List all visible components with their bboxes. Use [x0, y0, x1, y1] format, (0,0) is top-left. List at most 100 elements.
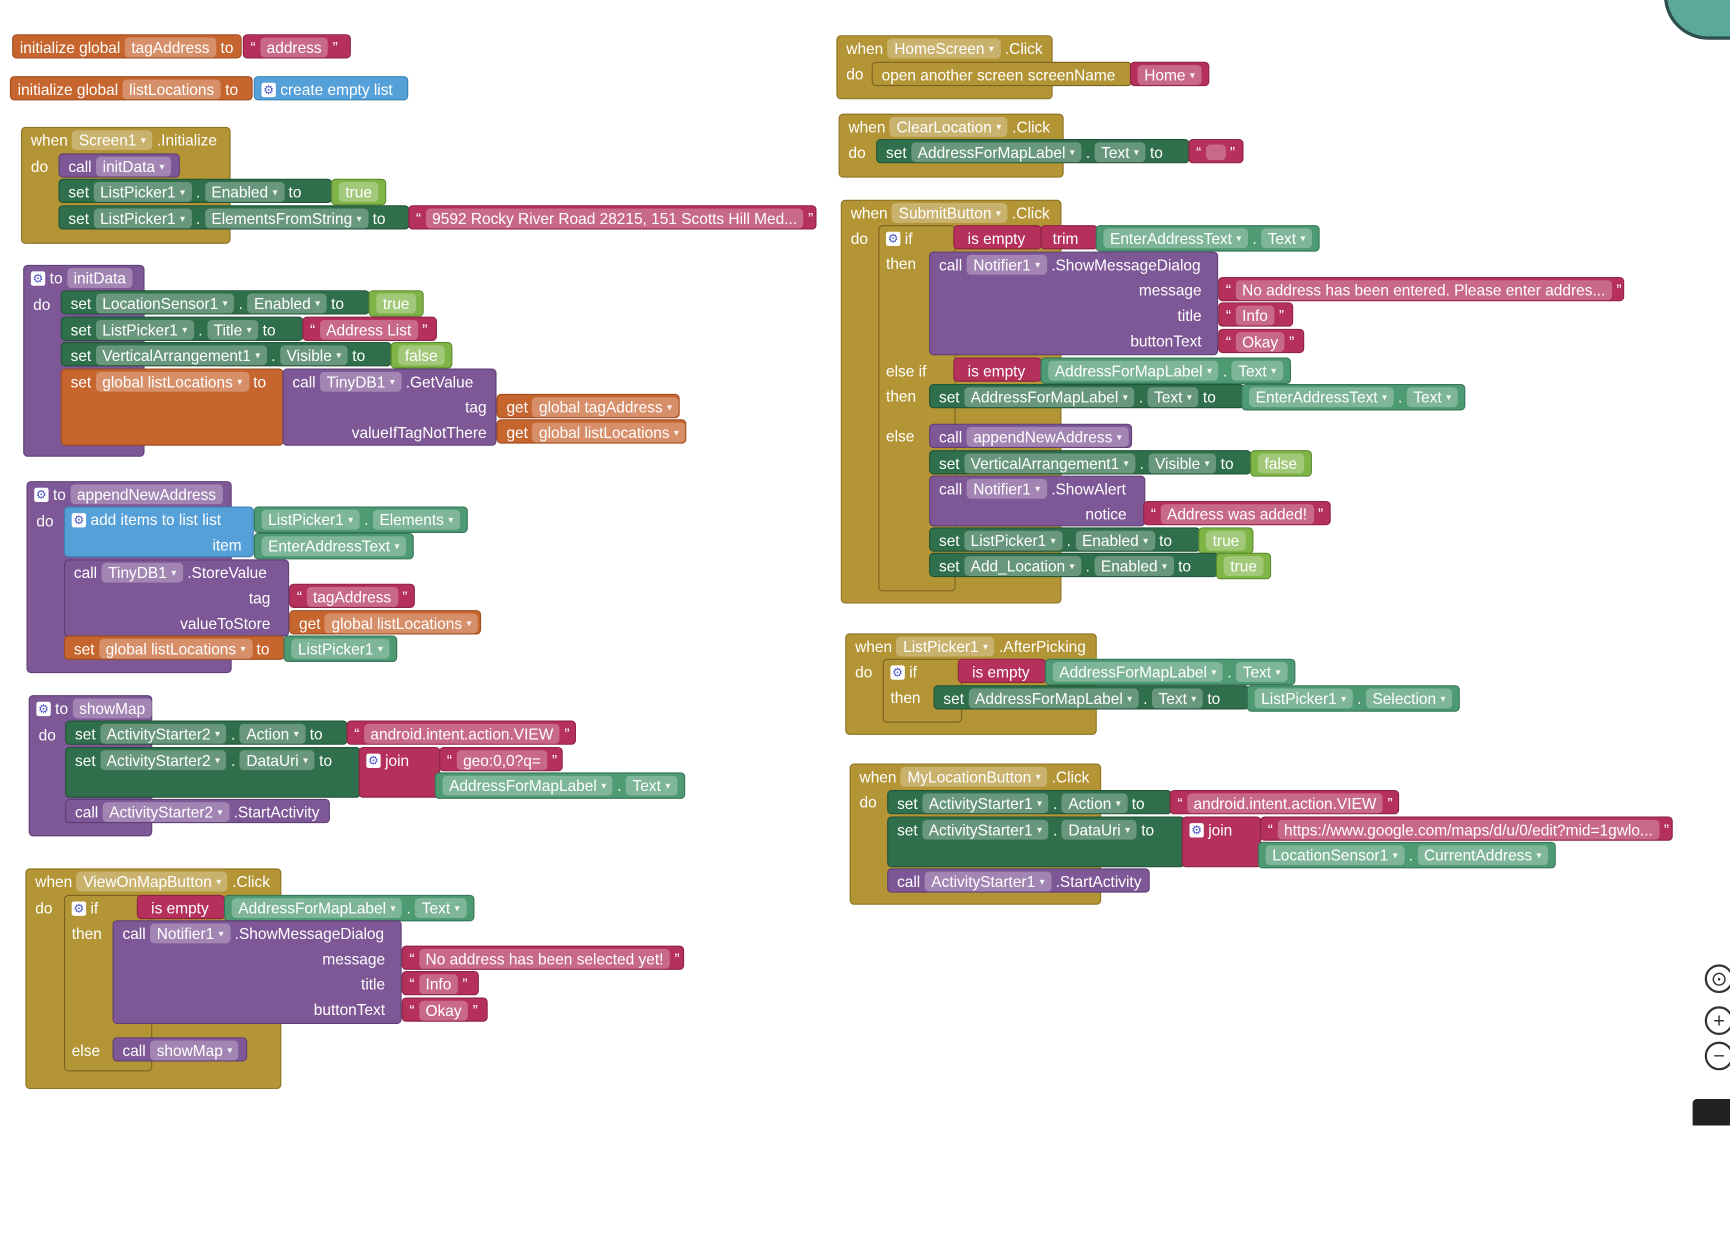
component-dropdown[interactable]: ViewOnMapButton▾ [76, 871, 228, 892]
property-dropdown[interactable]: Enabled▾ [1075, 530, 1155, 551]
call-initdata-block[interactable]: call initData▾ [58, 153, 180, 178]
component-dropdown[interactable]: ListPicker1▾ [261, 509, 360, 530]
component-dropdown[interactable]: AddressForMapLabel▾ [911, 142, 1082, 163]
procedure-dropdown[interactable]: initData▾ [96, 156, 172, 177]
is-empty-block[interactable]: is empty [953, 225, 1042, 250]
bool-value-dropdown[interactable]: false [398, 345, 445, 366]
string-value-field[interactable] [1205, 144, 1226, 160]
property-dropdown[interactable]: Text▾ [1406, 387, 1458, 408]
property-dropdown[interactable]: Visible▾ [279, 345, 348, 366]
locationsensor1-currentaddress-getter[interactable]: LocationSensor1▾.CurrentAddress▾ [1257, 841, 1556, 869]
property-dropdown[interactable]: Text▾ [1261, 228, 1313, 249]
component-dropdown[interactable]: TinyDB1▾ [101, 562, 183, 583]
component-dropdown[interactable]: ListPicker1▾ [93, 182, 192, 202]
property-dropdown[interactable]: Action▾ [1061, 793, 1128, 814]
string-value-field[interactable]: Okay [1235, 332, 1285, 352]
addressformaplabel-text-getter[interactable]: AddressForMapLabel▾.Text▾ [434, 772, 685, 799]
component-dropdown[interactable]: ActivityStarter2▾ [102, 802, 230, 823]
is-empty-block[interactable]: is empty [957, 658, 1047, 684]
is-empty-block[interactable]: is empty [136, 894, 226, 920]
string-value-field[interactable]: https://www.google.com/maps/d/u/0/edit?m… [1277, 819, 1660, 840]
set-activitystarter2-action-block[interactable]: set ActivityStarter2▾ . Action▾ to [65, 720, 348, 745]
bool-value-dropdown[interactable]: true [376, 293, 417, 314]
property-dropdown[interactable]: Text▾ [625, 775, 677, 796]
property-dropdown[interactable]: Selection▾ [1365, 688, 1453, 709]
property-dropdown[interactable]: Text▾ [1231, 360, 1283, 381]
gear-icon[interactable]: ⚙ [71, 512, 87, 527]
component-dropdown[interactable]: ListPicker1▾ [964, 530, 1063, 551]
property-dropdown[interactable]: Enabled▾ [247, 293, 327, 314]
bool-true-block[interactable]: true [368, 290, 424, 317]
create-empty-list-block[interactable]: ⚙ create empty list [253, 76, 409, 101]
component-dropdown[interactable]: TinyDB1▾ [320, 371, 402, 392]
listpicker1-getter[interactable]: ListPicker1▾ [283, 635, 398, 663]
set-activitystarter2-datauri-block[interactable]: set ActivityStarter2▾ . DataUri▾ to [65, 747, 361, 798]
screen-dropdown[interactable]: Home▾ [1137, 65, 1202, 85]
set-addressformaplabel-text-block[interactable]: set AddressForMapLabel▾ . Text▾ to [929, 383, 1245, 409]
addressformaplabel-text-getter[interactable]: AddressForMapLabel▾.Text▾ [1040, 357, 1291, 384]
zoom-out-icon[interactable]: − [1704, 1041, 1730, 1071]
if-block[interactable]: ⚙if then [882, 658, 963, 723]
string-value-field[interactable]: Info [418, 974, 458, 995]
string-empty-block[interactable]: “” [1188, 139, 1244, 164]
bool-true-block[interactable]: true [331, 178, 387, 206]
set-activitystarter1-action-block[interactable]: set ActivityStarter1▾ . Action▾ to [887, 790, 1172, 815]
procedure-name-field[interactable]: initData [66, 268, 133, 288]
bool-false-block[interactable]: false [1250, 450, 1312, 477]
call-notifier1-showmessagedialog-block[interactable]: call Notifier1▾ .ShowMessageDialog messa… [112, 920, 402, 1024]
gear-icon[interactable]: ⚙ [34, 487, 49, 502]
bool-value-dropdown[interactable]: true [1223, 556, 1264, 576]
add-items-to-list-block[interactable]: ⚙ add items to list list item [63, 506, 254, 558]
variable-dropdown[interactable]: global listLocations▾ [324, 613, 479, 634]
call-tinydb1-storevalue-block[interactable]: call TinyDB1▾ .StoreValue tag valueToSto… [63, 559, 290, 637]
set-verticalarrangement1-visible-block[interactable]: set VerticalArrangement1▾ . Visible▾ to [929, 450, 1252, 475]
component-dropdown[interactable]: ListPicker1▾ [291, 638, 390, 659]
component-dropdown[interactable]: ActivityStarter2▾ [100, 750, 227, 771]
join-block[interactable]: ⚙join [1181, 816, 1262, 868]
bool-value-dropdown[interactable]: false [1257, 453, 1304, 474]
global-name-field[interactable]: tagAddress [124, 37, 217, 58]
string-okay-block[interactable]: “Okay” [1218, 328, 1305, 354]
string-value-field[interactable]: tagAddress [306, 587, 398, 607]
component-dropdown[interactable]: Notifier1▾ [966, 254, 1047, 275]
component-dropdown[interactable]: ActivityStarter1▾ [924, 871, 1052, 892]
call-activitystarter1-startactivity-block[interactable]: call ActivityStarter1▾ .StartActivity [887, 868, 1150, 893]
set-listpicker1-enabled-block[interactable]: set ListPicker1▾ . Enabled▾ to [58, 178, 333, 204]
bool-false-block[interactable]: false [390, 342, 452, 369]
component-dropdown[interactable]: AddressForMapLabel▾ [1048, 360, 1219, 381]
addressformaplabel-text-getter[interactable]: AddressForMapLabel▾.Text▾ [1044, 658, 1295, 686]
component-dropdown[interactable]: SubmitButton▾ [892, 203, 1008, 223]
component-dropdown[interactable]: Add_Location▾ [964, 556, 1082, 576]
global-name-field[interactable]: listLocations [122, 79, 221, 100]
zoom-in-icon[interactable]: + [1704, 1006, 1730, 1035]
property-dropdown[interactable]: Text▾ [415, 898, 467, 919]
component-dropdown[interactable]: ListPicker1▾ [896, 636, 995, 657]
string-value-field[interactable]: Info [1235, 305, 1275, 326]
set-global-listlocations-block[interactable]: set global listLocations▾ to [63, 635, 285, 660]
gear-icon[interactable]: ⚙ [30, 270, 46, 286]
bool-value-dropdown[interactable]: true [338, 182, 379, 202]
component-dropdown[interactable]: Notifier1▾ [966, 478, 1047, 499]
bool-true-block[interactable]: true [1215, 552, 1272, 580]
component-dropdown[interactable]: AddressForMapLabel▾ [231, 898, 403, 919]
string-info-block[interactable]: “Info” [401, 970, 479, 996]
component-dropdown[interactable]: EnterAddressText▾ [1103, 228, 1248, 249]
recenter-icon[interactable]: ⊙ [1704, 964, 1730, 994]
gear-icon[interactable]: ⚙ [890, 664, 905, 680]
call-notifier1-showmessagedialog-block[interactable]: call Notifier1▾ .ShowMessageDialog messa… [929, 251, 1219, 356]
set-activitystarter1-datauri-block[interactable]: set ActivityStarter1▾ . DataUri▾ to [887, 816, 1186, 868]
property-dropdown[interactable]: Text▾ [1151, 688, 1203, 709]
string-intent-view-block[interactable]: “android.intent.action.VIEW” [1169, 790, 1400, 815]
property-dropdown[interactable]: Elements▾ [372, 509, 460, 530]
string-addresses-block[interactable]: “ 9592 Rocky River Road 28215, 151 Scott… [408, 205, 817, 230]
component-dropdown[interactable]: ListPicker1▾ [1254, 688, 1353, 709]
component-dropdown[interactable]: AddressForMapLabel▾ [964, 387, 1135, 408]
property-dropdown[interactable]: Enabled▾ [204, 182, 285, 202]
component-dropdown[interactable]: ActivityStarter1▾ [922, 793, 1049, 814]
set-locationsensor1-enabled-block[interactable]: set LocationSensor1▾ . Enabled▾ to [60, 290, 370, 315]
component-dropdown[interactable]: ActivityStarter2▾ [100, 723, 227, 744]
gear-icon[interactable]: ⚙ [261, 82, 276, 97]
component-dropdown[interactable]: LocationSensor1▾ [1265, 845, 1405, 866]
